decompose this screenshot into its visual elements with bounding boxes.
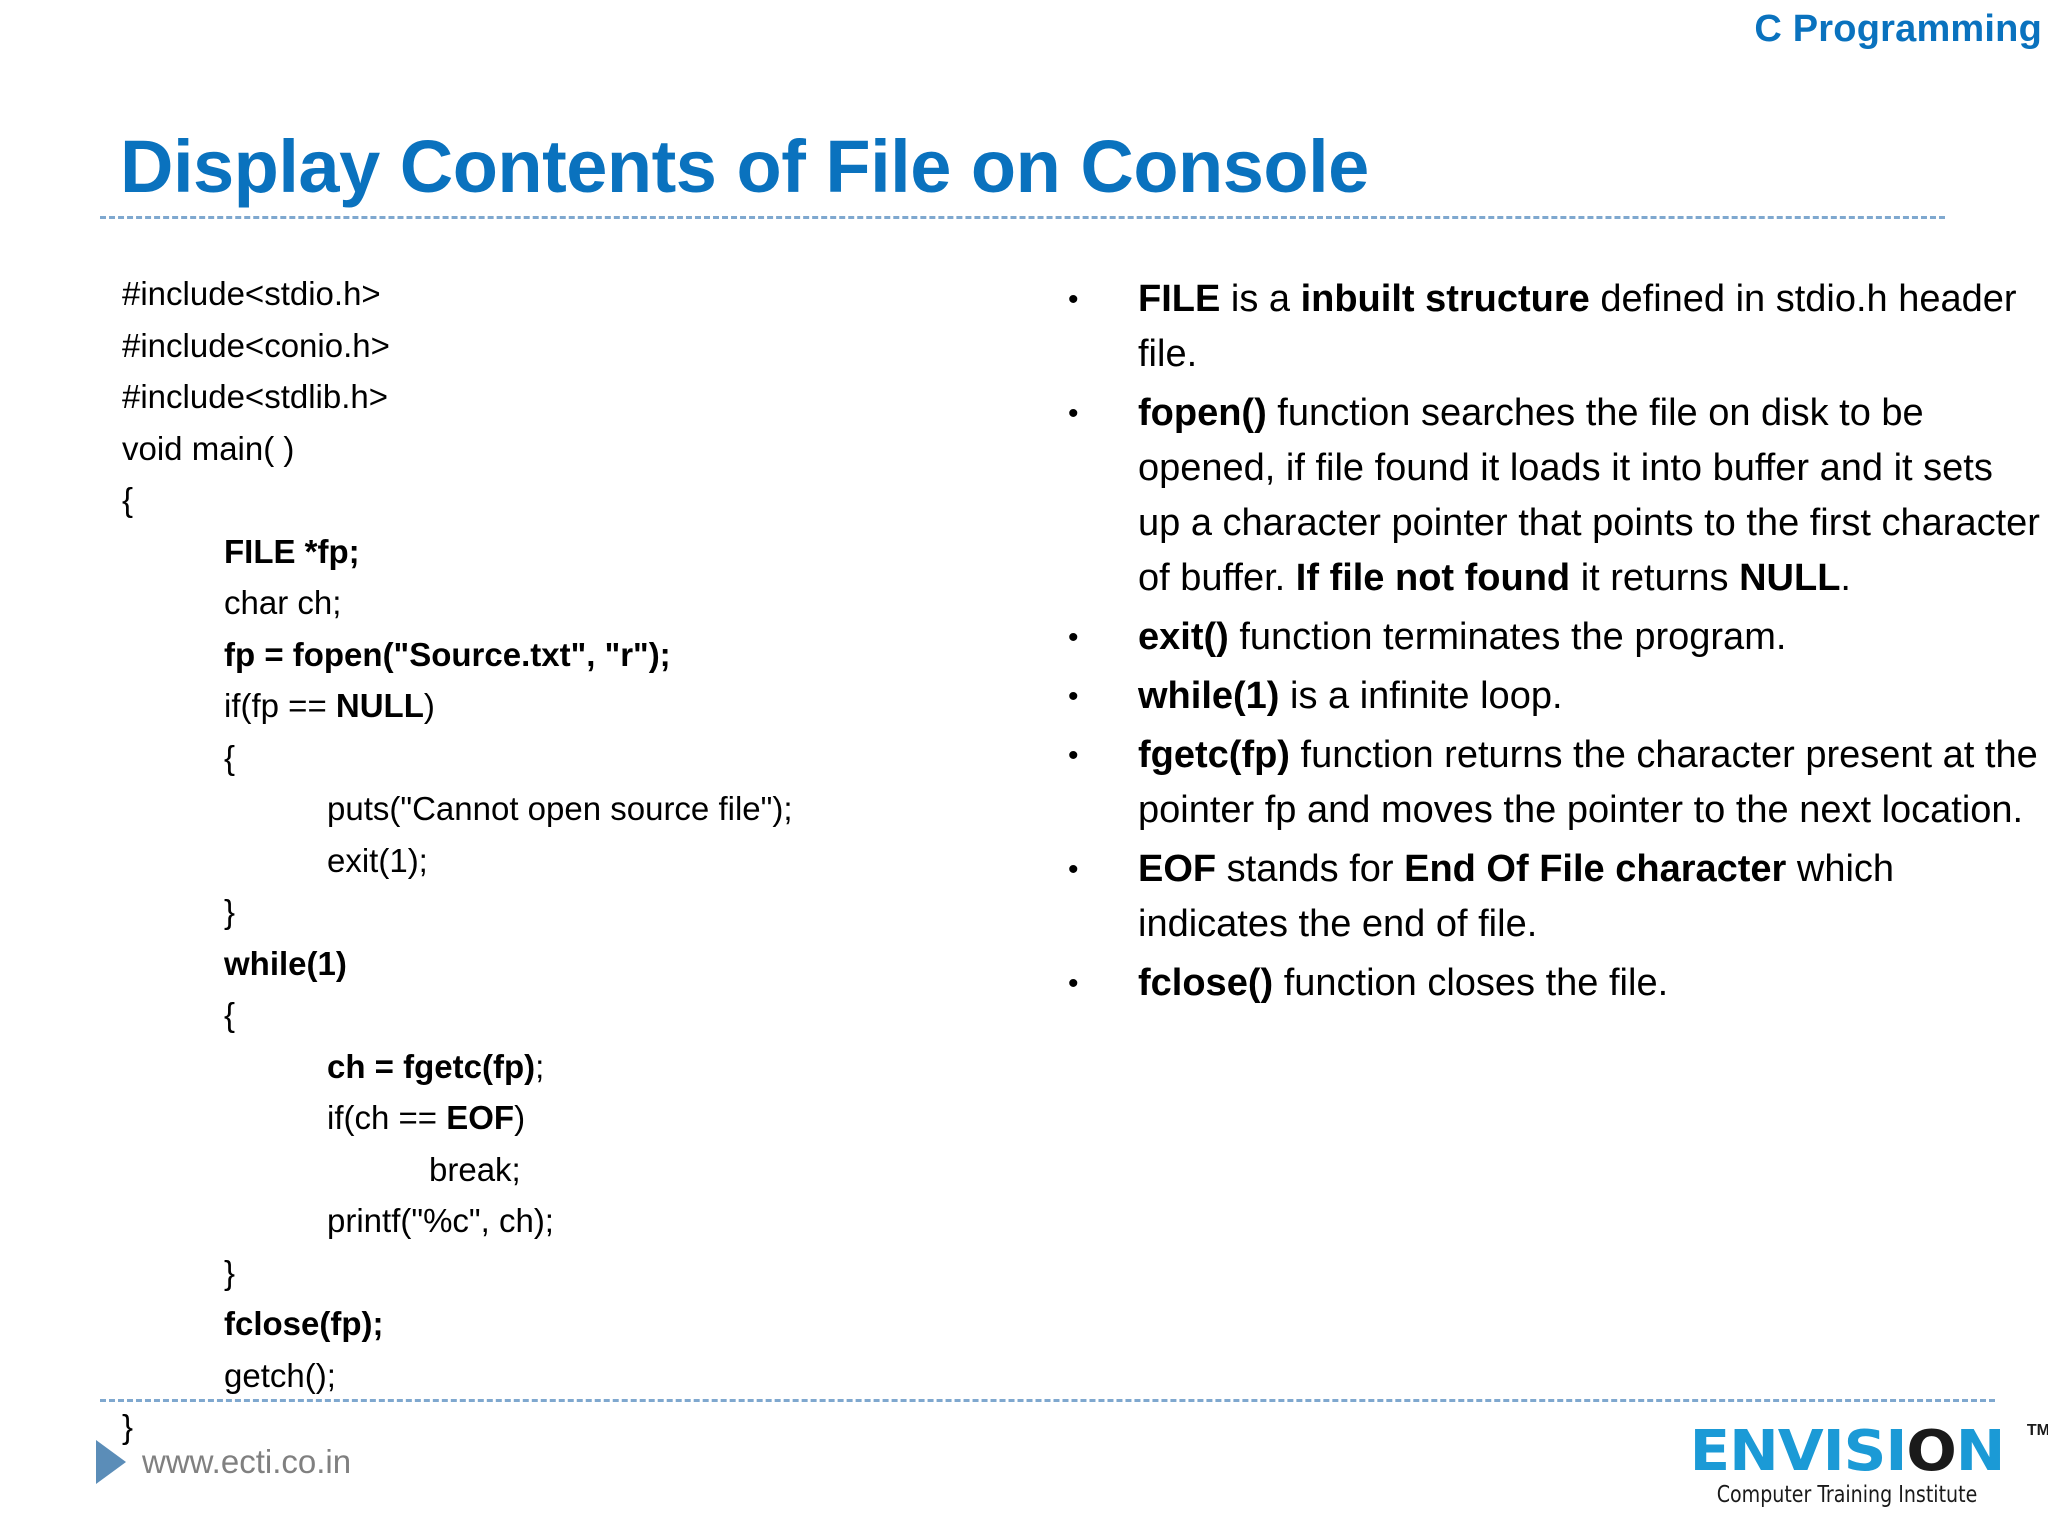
code-line: #include<stdlib.h> (122, 378, 389, 415)
website-url-label: www.ecti.co.in (142, 1443, 352, 1480)
code-line: ch = fgetc(fp); (327, 1047, 545, 1085)
code-line: if(fp == NULL) (224, 687, 435, 724)
bullet-icon: • (1068, 283, 1079, 316)
list-item: • EOF stands for End Of File character wh… (1060, 842, 2040, 952)
footer-website[interactable]: www.ecti.co.in (96, 1440, 351, 1484)
list-item-text: fopen() function searches the file on di… (1138, 392, 2040, 599)
bullet-icon: • (1068, 621, 1079, 654)
code-line: fclose(fp); (224, 1305, 384, 1342)
code-line: exit(1); (327, 841, 428, 879)
list-item-text: fgetc(fp) function returns the character… (1138, 734, 2038, 831)
code-line: char ch; (224, 584, 342, 621)
code-line: #include<stdio.h> (122, 275, 381, 312)
code-listing: #include<stdio.h> #include<conio.h> #inclu… (122, 268, 942, 1453)
trademark-icon: TM (2026, 1422, 2048, 1439)
brand-wordmark-o: O (1906, 1419, 1956, 1484)
code-line: getch(); (224, 1356, 336, 1394)
code-line: FILE *fp; (224, 532, 360, 570)
brand-tagline: Computer Training Institute (1716, 1482, 1978, 1508)
code-line: } (224, 893, 236, 930)
bullet-icon: • (1068, 967, 1079, 1000)
code-line: if(ch == EOF) (327, 1099, 526, 1136)
page-title: Display Contents of File on Console (120, 124, 1369, 208)
list-item-text: FILE is a inbuilt structure defined in s… (1138, 278, 2017, 375)
list-item-text: EOF stands for End Of File character whi… (1138, 848, 1895, 945)
bullet-icon: • (1068, 397, 1079, 430)
code-line: puts("Cannot open source file"); (327, 790, 793, 827)
code-line: #include<conio.h> (122, 326, 390, 364)
code-line: while(1) (224, 944, 347, 982)
list-item: • while(1) is a infinite loop. (1060, 669, 2040, 724)
explanation-list: • FILE is a inbuilt structure defined in … (1060, 272, 2040, 1015)
envision-logo: ENVISION Computer Training Institute (1690, 1424, 2006, 1509)
bullet-icon: • (1068, 853, 1079, 886)
code-line: { (224, 996, 236, 1033)
brand-wordmark-part2: N (1955, 1419, 2006, 1484)
brand-wordmark-part1: ENVISI (1689, 1419, 1908, 1484)
code-line: { (122, 481, 134, 518)
code-line: } (224, 1253, 236, 1291)
bullet-icon: • (1068, 739, 1079, 772)
title-divider (100, 216, 1945, 219)
list-item: • fopen() function searches the file on d… (1060, 386, 2040, 606)
list-item: • FILE is a inbuilt structure defined in … (1060, 272, 2040, 382)
list-item: • exit() function terminates the program. (1060, 610, 2040, 665)
code-line: } (122, 1408, 134, 1445)
brand-wordmark: ENVISION (1689, 1424, 2006, 1480)
code-line: void main( ) (122, 429, 295, 467)
list-item: • fgetc(fp) function returns the characte… (1060, 728, 2040, 838)
code-line: fp = fopen("Source.txt", "r"); (224, 635, 671, 673)
code-line: printf("%c", ch); (327, 1202, 554, 1239)
footer-divider (100, 1399, 1995, 1402)
list-item-text: fclose() function closes the file. (1138, 962, 1669, 1004)
list-item: • fclose() function closes the file. (1060, 956, 2040, 1011)
code-line: break; (429, 1150, 521, 1188)
bullet-icon: • (1068, 680, 1079, 713)
code-line: { (224, 738, 236, 776)
course-label: C Programming (1754, 8, 2042, 50)
list-item-text: while(1) is a infinite loop. (1138, 675, 1563, 717)
list-item-text: exit() function terminates the program. (1138, 616, 1787, 658)
play-arrow-icon (96, 1440, 126, 1484)
